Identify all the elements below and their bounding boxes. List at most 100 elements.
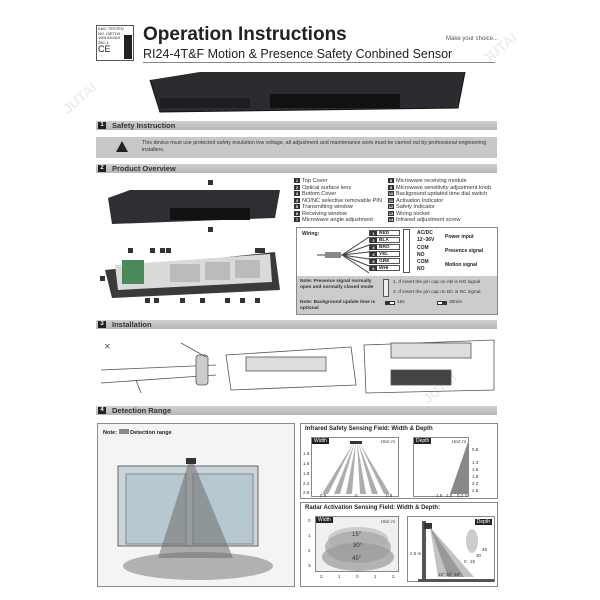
option-15s: 15s — [397, 300, 405, 305]
tick: 0.8 — [320, 493, 327, 498]
tick: 0 — [355, 493, 358, 498]
sensor-hero-image — [149, 71, 466, 113]
badge-line: 1901420419 — [98, 35, 121, 41]
tick: 1.8 — [303, 471, 310, 476]
unit-label: Unit: m — [380, 519, 395, 524]
pin-header-icon — [383, 279, 389, 297]
depth-tag: Depth — [474, 519, 492, 525]
divider — [143, 62, 495, 63]
radar-title: Radar Activation Sensing Field: Width & … — [305, 505, 441, 511]
tick: 0 — [465, 493, 468, 498]
angle-label: 15° — [352, 532, 362, 538]
side-angle: 15 — [470, 559, 476, 564]
emc-badge: EMC TESTED NO. ISETD0 1901420419 28C-1 C… — [96, 25, 134, 61]
tick: 2.2 — [303, 481, 310, 486]
terminal-label: NO — [417, 252, 425, 258]
tick: 1 — [338, 574, 341, 579]
tick: 1 — [374, 574, 377, 579]
product-subtitle: RI24-4T&F Motion & Presence Safety Conbi… — [143, 47, 453, 61]
angle-label: 45° — [352, 556, 362, 562]
radar-field-panel: Radar Activation Sensing Field: Width & … — [300, 502, 498, 587]
product-diagram — [100, 180, 280, 303]
note-label: Note: — [103, 430, 118, 436]
tick: 0.2 — [457, 493, 464, 498]
width-tag: Width — [316, 517, 333, 523]
radar-depth-chart: Depth 2.5 m 15° 30° 45° 45 30 0 15 — [407, 516, 495, 582]
terminal-label: AC/DC — [417, 230, 433, 236]
section-number: 3 — [98, 321, 106, 328]
group-label: Presence signal — [445, 248, 484, 254]
tick: 0.8 — [386, 493, 393, 498]
ir-width-beams — [322, 441, 390, 494]
group-label: Power input — [445, 234, 474, 240]
tick: 2.5 — [472, 488, 479, 493]
section-number: 4 — [98, 407, 106, 414]
unit-label: Unit: m — [380, 439, 395, 444]
section-number: 2 — [98, 165, 106, 172]
cable-icon — [317, 236, 370, 274]
section-title: Detection Range — [112, 406, 172, 415]
radar-depth-beam — [418, 521, 494, 582]
watermark: JUTAI — [59, 79, 100, 117]
group-label: Motion signal — [445, 262, 478, 268]
tick: 1.9 — [472, 474, 479, 479]
tick: 2 — [308, 548, 311, 553]
ir-width-chart: Width Unit: m 1.5 1.6 1.8 2.2 2.5 0.8 0 … — [303, 437, 399, 498]
tick: 1.5 — [303, 451, 310, 456]
angle-label: 30° — [353, 543, 363, 549]
badge-line: 28C-1 — [98, 39, 109, 45]
background-update-note: Note: Background update time is optional — [300, 300, 376, 311]
radar-ellipses — [322, 527, 394, 571]
presence-mode-note: Note: Presence signal normally open and … — [300, 279, 374, 290]
tick: 0 — [308, 518, 311, 523]
switch-15s-icon — [385, 301, 395, 305]
ir-depth-chart: Depth Unit: m 0.8 1.3 1.6 1.9 2.2 2.5 1.… — [413, 437, 478, 498]
legend-swatch — [118, 429, 129, 434]
terminal-block — [403, 229, 410, 273]
ir-title: Infrared Safety Sensing Field: Width & D… — [305, 426, 433, 432]
tick: 2 — [392, 574, 395, 579]
tick: 2 — [320, 574, 323, 579]
terminal-label: COM — [417, 245, 429, 251]
badge-bar — [124, 35, 132, 59]
safety-text: This device must use protected safety in… — [142, 140, 487, 153]
angle-row: 15° 30° 45° — [438, 572, 461, 577]
warning-icon — [116, 141, 128, 152]
tick: 0.8 — [472, 447, 479, 452]
section-title: Installation — [112, 320, 152, 329]
pin-instruction: 1. If insert the pin cap on AB is NO sig… — [393, 280, 482, 285]
switch-30min-icon — [437, 301, 447, 305]
tagline: Make your choice... — [446, 36, 499, 42]
section-title: Safety Instruction — [112, 121, 176, 130]
ce-mark: CE — [98, 44, 111, 55]
height-label: 2.5 m — [410, 551, 422, 556]
door-scene — [117, 458, 273, 580]
pin-instruction: 2. If insert the pin cap on BC is NC sig… — [393, 290, 482, 295]
width-tag: Width — [312, 438, 329, 444]
ir-depth-beam — [450, 442, 468, 494]
section-installation: 3 Installation — [96, 320, 497, 329]
radar-width-chart: Width Unit: m 15° 30° 45° 0 1 2 3 2 1 0 … — [308, 516, 399, 579]
wiring-label: Wiring: — [302, 231, 320, 237]
svg-text:✕: ✕ — [104, 342, 111, 351]
tick: 1.3 — [472, 460, 479, 465]
